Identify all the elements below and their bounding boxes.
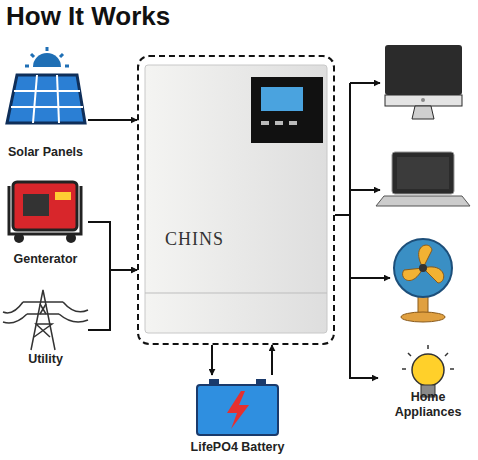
graphic-part [402,368,406,370]
graphic-part [27,313,59,315]
generator-frame [9,186,81,234]
wire-arrow [350,277,390,279]
laptop-icon [376,152,470,206]
graphic-part [25,65,29,68]
inverter-box: CHINS [137,55,335,345]
graphic-part [57,75,59,123]
fan-cage [394,239,452,297]
battery-icon [175,375,300,437]
graphic-part [3,302,88,323]
source-node: Solar Panels [3,45,88,160]
node-label: Solar Panels [3,145,88,160]
generator-wheel [66,233,76,243]
graphic-part [14,90,80,92]
monitor-dot [421,98,425,102]
distribution-wires [350,83,390,278]
inverter-control-panel [251,77,323,143]
graphic-part [34,324,52,337]
monitor-stand [412,106,434,119]
sun [33,53,61,67]
flow-arrow [271,345,273,375]
laptop-display [397,157,449,189]
graphic-part [31,290,55,350]
fan-base [401,312,445,322]
graphic-part [450,368,454,370]
graphic-part [23,301,63,303]
monitor-chin [385,95,462,106]
fan-icon [394,239,452,322]
graphic-part [40,304,46,314]
monitor-screen [385,45,462,95]
graphic-part [46,47,49,51]
graphic-part [427,345,429,349]
laptop-screen [392,152,454,194]
icon-holder [3,172,88,256]
flow-arrow [88,270,137,330]
fan-stand [418,296,428,314]
inverter-device [137,55,335,345]
node-label: Utility [3,352,88,367]
flow-arrow [88,119,137,121]
flow-arrow [211,345,213,375]
battery-node: LifePO4 Battery [175,375,300,455]
inverter-seam [145,293,327,294]
icon-holder [3,45,88,144]
generator-wheel [14,233,24,243]
panel-frame [7,75,85,123]
source-node: Utility [3,282,88,367]
utility-tower-icon [3,282,88,352]
bulb-glass [412,354,444,386]
graphic-part [289,121,297,125]
node-label: LifePO4 Battery [175,440,300,455]
panel-grid [11,75,83,123]
graphic-part [31,54,34,57]
solar-panel-icon [3,45,88,140]
flow-arrow [88,222,137,270]
laptop-base [376,196,470,206]
graphic-part [275,121,283,125]
wire-arrow [350,82,380,84]
node-label: Home Appliances [378,390,478,420]
tower-lines [3,290,88,350]
panel-buttons [261,121,297,125]
graphic-part [65,65,69,68]
generator-body [13,182,77,230]
bus-wire [349,83,351,215]
generator-panel [55,192,71,200]
graphic-part [33,75,37,123]
icon-holder [3,282,88,356]
inverter-body [145,65,327,333]
source-node: Genterator [3,172,88,267]
fan-blades [403,245,444,283]
lightning-bolt [227,391,249,429]
diagram-title: How It Works [6,1,170,32]
sun-rays [25,47,69,66]
monitor-icon [385,45,462,119]
generator-icon [3,172,88,252]
appliance-node: Home Appliances [378,345,478,420]
brand-label: CHINS [165,229,224,250]
generator-engine [23,194,49,216]
graphic-part [40,304,46,314]
graphic-part [60,54,63,57]
icon-holder [175,375,300,441]
lcd-screen [261,87,303,111]
fan-hub [419,264,427,272]
graphic-part [261,121,269,125]
graphic-part [11,106,83,108]
battery-body [197,385,278,435]
graphic-part [408,353,411,356]
flow-arrow [335,215,378,378]
node-label: Genterator [3,252,88,267]
graphic-part [445,353,448,356]
wire-arrow [350,189,380,191]
